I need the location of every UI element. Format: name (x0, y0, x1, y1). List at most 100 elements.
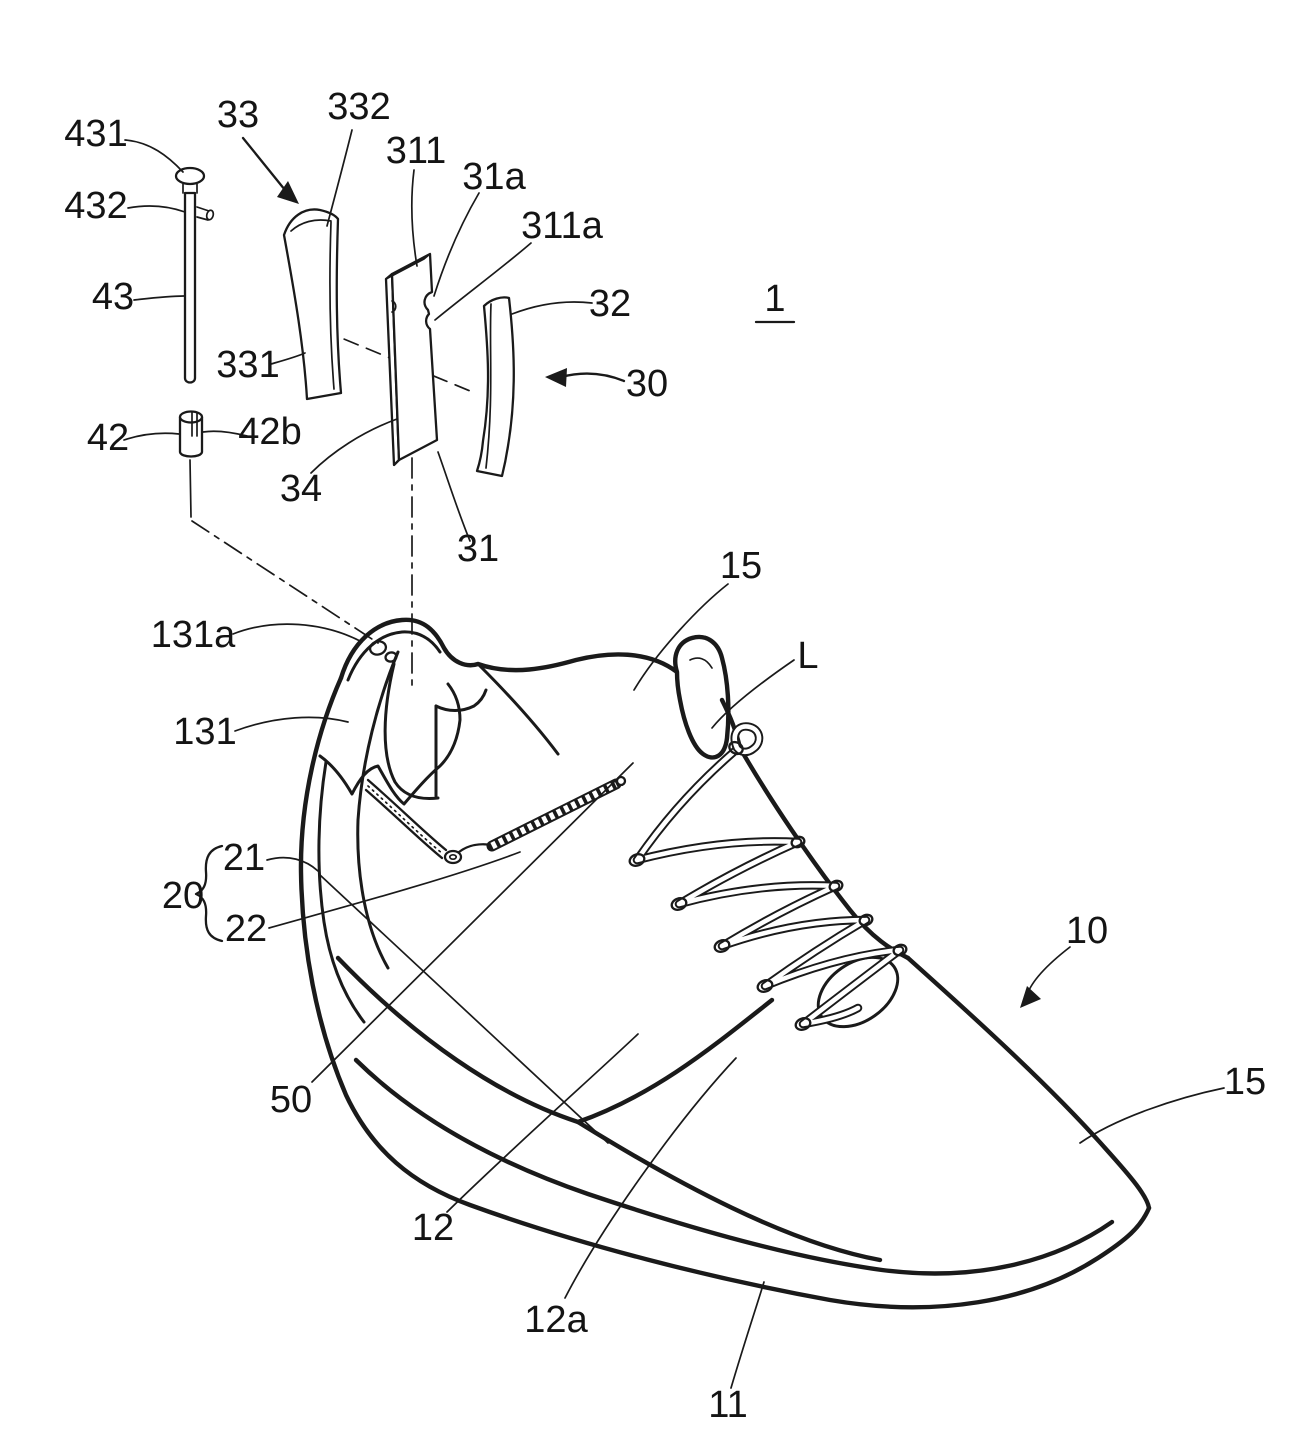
heel-hole-131a (368, 640, 388, 656)
label-30: 30 (626, 363, 668, 405)
leader-12 (446, 1033, 639, 1213)
arrow-10-shaft (1026, 946, 1071, 996)
label-34: 34 (280, 468, 322, 510)
label-21: 21 (223, 837, 265, 879)
eyelet-lateral-4 (858, 913, 874, 927)
leader-22 (268, 851, 521, 929)
plate-top-edge (385, 253, 431, 280)
heel-panel-scallop-131 (318, 682, 462, 806)
leader-12a (564, 1057, 737, 1299)
plate-front-face-311 (390, 252, 439, 462)
label-332: 332 (327, 86, 390, 128)
quarter-front-line (317, 760, 366, 1024)
label-fig-1: 1 (764, 278, 785, 320)
heel-hole-131a-inner (384, 651, 398, 663)
label-10: 10 (1066, 910, 1108, 952)
strip-33-thickness-line (329, 221, 335, 390)
eyelet-top (728, 740, 744, 756)
cylinder-slot-42b (191, 411, 198, 437)
leader-15-collar (633, 583, 729, 691)
tongue-back-curve (383, 662, 440, 800)
strip-33 (282, 208, 343, 401)
label-31a: 31a (462, 156, 526, 198)
arrow-10-head (1020, 986, 1041, 1008)
shoe-10 (298, 617, 1152, 1310)
eyelet-lateral-3 (828, 879, 844, 893)
strip-32-body (475, 296, 515, 478)
leader-11 (730, 1281, 765, 1389)
cord-end-loop-inner (448, 853, 458, 861)
eyelet-medial-2 (670, 897, 688, 911)
spring-22-tip (615, 775, 627, 787)
leader-332 (326, 129, 353, 227)
cylinder-top (178, 410, 204, 424)
vamp-curve (575, 997, 775, 1125)
cord-21-top-edge (366, 778, 448, 852)
eyelet-medial-5 (794, 1017, 812, 1031)
lace-core (634, 747, 903, 1027)
leader-432 (127, 205, 186, 213)
heel-and-outsole-outline-11 (298, 675, 1152, 1310)
label-15-collar: 15 (720, 545, 762, 587)
leader-331 (270, 352, 306, 365)
label-11: 11 (708, 1384, 747, 1426)
label-331: 331 (216, 344, 279, 386)
tongue-inner-line (689, 657, 713, 669)
strip-33-body (282, 208, 343, 401)
arrow-30-head (545, 368, 567, 387)
label-15-toe: 15 (1224, 1061, 1266, 1103)
leader-32 (511, 301, 593, 315)
leader-42b (202, 430, 248, 437)
label-22: 22 (225, 908, 267, 950)
arrows (241, 136, 1071, 1008)
cord-end-loop (443, 849, 463, 865)
label-42b: 42b (238, 411, 301, 453)
strip-32 (475, 296, 515, 478)
lace-end-loop-core (732, 724, 762, 755)
quarter-topline (478, 664, 560, 756)
leader-131 (234, 716, 349, 732)
arrow-30-shaft (559, 372, 626, 383)
leader-311a (434, 242, 532, 321)
label-42: 42 (87, 417, 129, 459)
laces-L (632, 722, 905, 1029)
strip-33-top-face-332 (290, 219, 332, 232)
leader-21 (266, 856, 319, 872)
midsole-rim-line-12a (353, 1057, 1115, 1276)
label-432: 432 (64, 185, 127, 227)
spring-22-coil-segments (490, 780, 618, 850)
cord-21-bottom-edge (364, 788, 444, 860)
leader-50 (311, 762, 634, 1083)
label-31: 31 (457, 528, 499, 570)
collar-topline-15 (338, 617, 680, 681)
leader-lines (123, 129, 1225, 1389)
label-431: 431 (64, 113, 127, 155)
heel-counter-inner-line (356, 650, 400, 970)
eyelet-medial-3 (713, 939, 731, 953)
leader-431 (124, 139, 184, 173)
eyelet-medial-1 (628, 853, 646, 867)
collar-notch-line (434, 688, 488, 712)
plate-31 (384, 252, 439, 467)
arrow-33-head (277, 181, 299, 204)
brace-20 (194, 844, 224, 943)
label-32: 32 (589, 283, 631, 325)
leader-34 (310, 418, 398, 474)
pin-knob-432 (196, 206, 210, 221)
eyelet-lateral-5 (892, 943, 908, 957)
leader-311 (411, 169, 418, 267)
label-33: 33 (217, 94, 259, 136)
pin-head-431 (174, 166, 206, 186)
pin-neck (182, 183, 198, 194)
label-20: 20 (162, 875, 204, 917)
leader-42 (123, 432, 180, 441)
cylinder-42 (178, 410, 204, 458)
label-12a: 12a (524, 1299, 588, 1341)
leader-131a (232, 623, 363, 643)
eyelet-medial-4 (756, 979, 774, 993)
cord-21-stipple (367, 785, 444, 855)
eyelet-lateral-2 (790, 835, 806, 849)
pin-knob-tip (205, 209, 215, 221)
